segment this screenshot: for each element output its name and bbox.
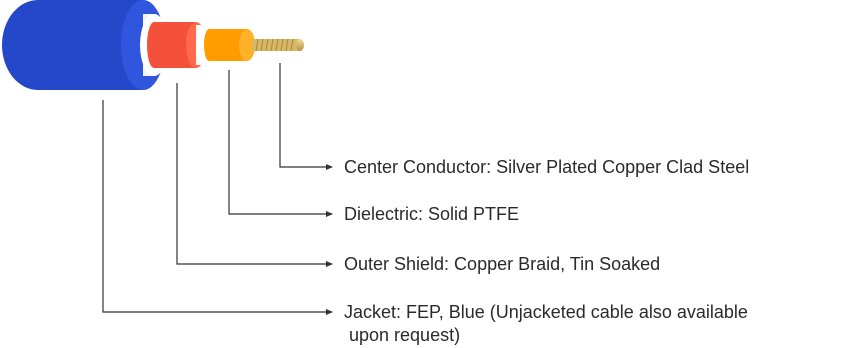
center-conductor-wire xyxy=(252,38,304,52)
callout-labels: Center Conductor: Silver Plated Copper C… xyxy=(344,157,749,345)
leader-lines xyxy=(102,63,333,315)
dielectric-layer xyxy=(204,29,255,61)
callout-jacket-line2: upon request) xyxy=(344,325,460,345)
callout-jacket-line1: Jacket: FEP, Blue (Unjacketed cable also… xyxy=(344,302,748,322)
callout-dielectric: Dielectric: Solid PTFE xyxy=(344,204,519,224)
leader-line-dielectric xyxy=(228,70,333,217)
callout-center-conductor: Center Conductor: Silver Plated Copper C… xyxy=(344,157,749,177)
leader-line-jacket xyxy=(102,100,333,315)
cable-illustration xyxy=(2,0,304,90)
callout-outer-shield: Outer Shield: Copper Braid, Tin Soaked xyxy=(344,254,660,274)
leader-line-outer-shield xyxy=(176,83,333,267)
leader-line-center-conductor xyxy=(279,63,333,170)
